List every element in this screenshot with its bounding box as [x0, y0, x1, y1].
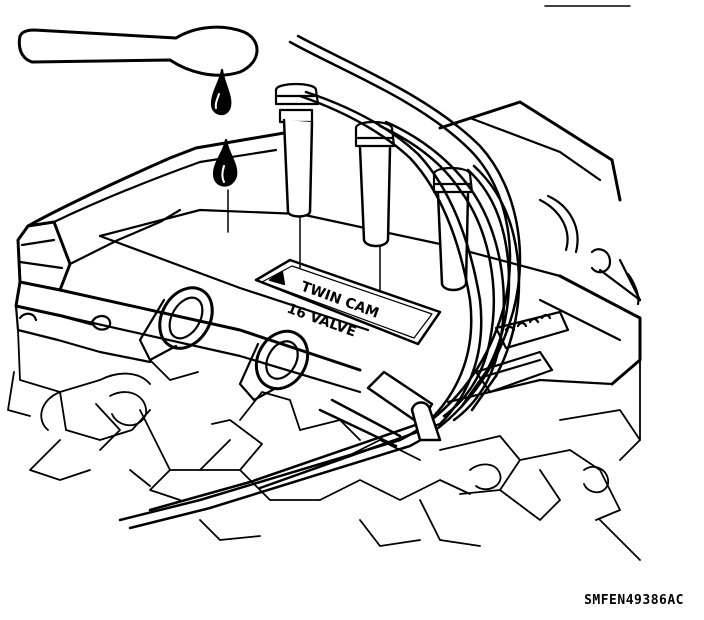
- engine-block: [7, 329, 641, 561]
- oil-drop-icon: [210, 68, 232, 116]
- spark-plug-boot: [354, 120, 396, 293]
- rear-harness: [474, 194, 642, 394]
- figure-code-label: SMFEN49386AC: [584, 593, 684, 608]
- valve-cover: [14, 100, 642, 404]
- oil-can-spout-icon: [17, 25, 259, 77]
- intake-ports: [138, 286, 310, 402]
- ignition-wires: [118, 34, 522, 530]
- oil-drop-icon: [212, 138, 238, 233]
- spark-plug-boot: [274, 82, 320, 269]
